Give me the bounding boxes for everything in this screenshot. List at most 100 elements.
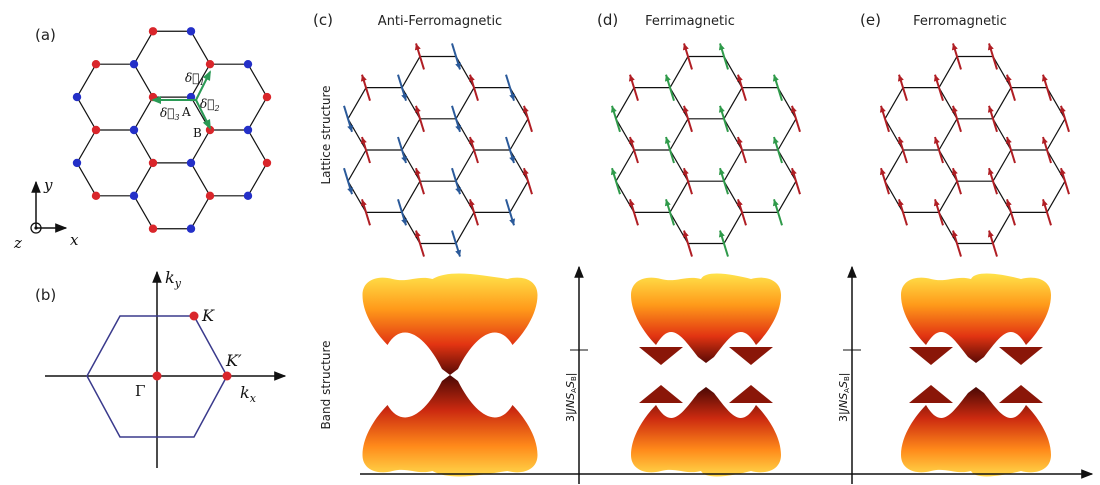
K-label: K (201, 306, 215, 325)
spin-arrow-head (933, 199, 940, 207)
site-B-dot (91, 59, 101, 69)
spin-arrow-head (772, 74, 779, 82)
bond (777, 149, 797, 182)
title-ferromagnetic: Ferromagnetic (913, 14, 1007, 29)
kx-label: kx (240, 383, 257, 405)
spin-arrow-head (1041, 74, 1048, 82)
spin-arrow-head (772, 199, 779, 207)
bond (723, 212, 743, 244)
site-B-dot (205, 191, 215, 201)
bond (938, 118, 958, 151)
bond (76, 129, 97, 164)
spin-arrow-head (736, 137, 743, 144)
spin-arrow-head (987, 230, 994, 238)
site-A-dot (72, 158, 82, 168)
lattice-ferrimagnetic (610, 43, 801, 257)
bond (76, 63, 97, 98)
bond (133, 162, 154, 197)
site-A-dot (129, 59, 139, 69)
bond (669, 149, 689, 182)
bond (669, 56, 689, 88)
bond (247, 63, 268, 98)
spin-arrow-head (664, 199, 671, 207)
upper-cone (909, 347, 953, 365)
coordinate-axes (30, 180, 68, 234)
spin-arrow-head (718, 43, 725, 51)
spin-arrow-head (1005, 137, 1012, 144)
spin-arrow-head (509, 93, 516, 101)
row-label-lattice: Lattice structure (319, 85, 333, 184)
bond (401, 212, 421, 244)
bond (723, 149, 743, 182)
spin-arrow-head (509, 156, 516, 163)
panel-label-a: (a) (35, 26, 56, 44)
bond (938, 180, 958, 213)
site-A-label: A (181, 105, 191, 119)
spin-arrow-head (414, 43, 421, 51)
panel-label-c: (c) (313, 11, 333, 29)
spin-arrow-head (360, 199, 367, 207)
bond (190, 129, 211, 164)
bond (347, 87, 367, 120)
bond (1046, 149, 1066, 182)
spin-arrow-head (718, 105, 725, 113)
bond (615, 180, 635, 213)
bond (723, 180, 743, 213)
spin-arrow-head (610, 105, 617, 113)
honeycomb-lattice-a (72, 27, 272, 233)
bond (247, 96, 268, 131)
site-B-dot (91, 125, 101, 135)
bond (455, 180, 475, 213)
delta1-label: δ⃗1 (185, 71, 205, 87)
bond (401, 56, 421, 88)
spin-arrow-head (628, 137, 635, 144)
bond (884, 149, 904, 182)
band-structure-antiferromagnetic (362, 273, 538, 477)
spin-arrow-head (772, 137, 779, 144)
spin-arrow-head (455, 62, 462, 70)
spin-arrow-head (1059, 168, 1066, 176)
bond (1046, 87, 1066, 120)
site-B-label: B (193, 126, 202, 140)
spin-arrow-head (897, 137, 904, 144)
gap-label-2: 3|JNSASB| (837, 373, 851, 423)
bond (247, 129, 268, 164)
bond (615, 149, 635, 182)
spin-arrow-head (455, 249, 462, 257)
gap-label-1: 3|JNSASB| (564, 373, 578, 423)
bond (133, 30, 154, 65)
site-A-dot (186, 27, 196, 36)
site-B-dot (148, 158, 158, 168)
spin-arrow-head (736, 74, 743, 82)
K-point (189, 311, 199, 321)
bond (884, 87, 904, 120)
spin-arrow-head (951, 105, 958, 113)
spin-arrow-head (987, 168, 994, 176)
spin-arrow-head (682, 230, 689, 238)
panel-label-d: (d) (597, 11, 618, 29)
bond (938, 212, 958, 244)
spin-arrow-head (522, 105, 529, 113)
lower-band (631, 387, 781, 477)
spin-arrow-head (628, 74, 635, 82)
bond (615, 87, 635, 120)
Kprime-point (222, 371, 232, 381)
row-label-band: Band structure (319, 340, 333, 429)
bond (133, 63, 154, 98)
site-A-dot (129, 125, 139, 135)
spin-arrow-head (1041, 199, 1048, 207)
spin-arrow-head (414, 168, 421, 176)
spin-arrow-head (933, 74, 940, 82)
spin-arrow-head (933, 137, 940, 144)
site-A-dot (243, 59, 253, 69)
bond (76, 96, 97, 131)
spin-arrow-head (401, 93, 408, 101)
Gamma-point (152, 371, 162, 381)
spin-arrow-head (401, 218, 408, 226)
spin-arrow-head (682, 105, 689, 113)
bond (723, 56, 743, 88)
delta1-arrow (195, 70, 211, 101)
spin-arrow-head (951, 43, 958, 51)
site-A-dot (72, 92, 82, 102)
